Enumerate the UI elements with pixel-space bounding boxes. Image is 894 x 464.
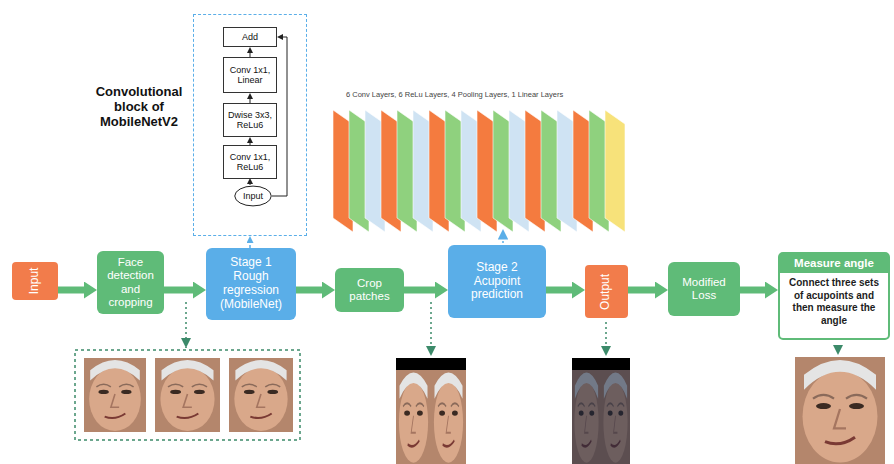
flow-arrow — [740, 287, 765, 294]
process-box: Face detection and cropping — [97, 251, 164, 314]
process-name: Crop patches — [339, 277, 400, 303]
flow-arrow — [628, 287, 655, 294]
image-band — [396, 358, 466, 370]
layer-stack — [333, 110, 625, 232]
image-band — [572, 358, 630, 370]
flow-arrow — [296, 287, 322, 294]
process-name: Face detection and cropping — [101, 256, 160, 309]
leader-arrow — [185, 302, 187, 348]
image-frame — [75, 350, 300, 440]
leader-arrow — [502, 229, 504, 243]
input-ellipse: Input — [234, 185, 272, 207]
stage-name: Stage 1 Rough regression (MobileNet) — [216, 256, 286, 311]
io-box: Output — [585, 265, 628, 318]
layer-box: Dwise 3x3, ReLu6 — [223, 103, 277, 137]
process-box: Crop patches — [335, 268, 404, 312]
measure-body: Connect three sets of acupoints and then… — [780, 273, 888, 331]
layer-name: Conv 1x1, ReLu6 — [225, 152, 275, 173]
io-box: Input — [12, 262, 58, 300]
ellipse-shape — [235, 186, 271, 206]
process-name: Modified Loss — [672, 276, 736, 302]
face-photo — [795, 357, 885, 464]
flow-arrow — [164, 287, 193, 294]
leader-arrow — [605, 322, 607, 356]
measure-box: Measure angleConnect three sets of acupo… — [778, 252, 890, 340]
leader-arrow — [430, 302, 432, 356]
layer-box: Conv 1x1, Linear — [223, 57, 277, 93]
input-name: Input — [243, 191, 263, 201]
dark-overlay — [572, 370, 630, 464]
block-frame: Convolutional block of MobileNetV2AddCon… — [193, 14, 307, 236]
layer-box: Add — [223, 27, 277, 47]
block-heading: Convolutional block of MobileNetV2 — [90, 85, 188, 130]
layer-summary: 6 Conv Layers, 6 ReLu Layers, 4 Pooling … — [346, 90, 563, 99]
layer-name: Add — [242, 32, 258, 42]
measure-heading: Measure angle — [780, 254, 888, 273]
flow-arrow — [404, 287, 435, 294]
layer-arrow — [250, 184, 251, 185]
face-photo — [229, 358, 293, 432]
leader-arrow — [837, 346, 839, 355]
face-patch — [431, 370, 466, 464]
process-box: Modified Loss — [668, 262, 740, 316]
io-name: Output — [600, 273, 614, 309]
flow-arrow — [58, 287, 84, 294]
stage-name: Stage 2 Acupoint prediction — [460, 261, 534, 302]
face-photo — [155, 358, 220, 432]
layer-slab — [605, 110, 625, 232]
layer-box: Conv 1x1, ReLu6 — [223, 145, 277, 179]
flow-arrow — [546, 287, 572, 294]
stage-box: Stage 2 Acupoint prediction — [448, 245, 546, 318]
face-patch — [396, 370, 431, 464]
stage-box: Stage 1 Rough regression (MobileNet) — [206, 248, 296, 320]
face-photo — [84, 358, 146, 432]
layer-name: Dwise 3x3, ReLu6 — [225, 110, 275, 131]
layer-name: Conv 1x1, Linear — [225, 65, 275, 86]
io-name: Input — [28, 268, 42, 295]
